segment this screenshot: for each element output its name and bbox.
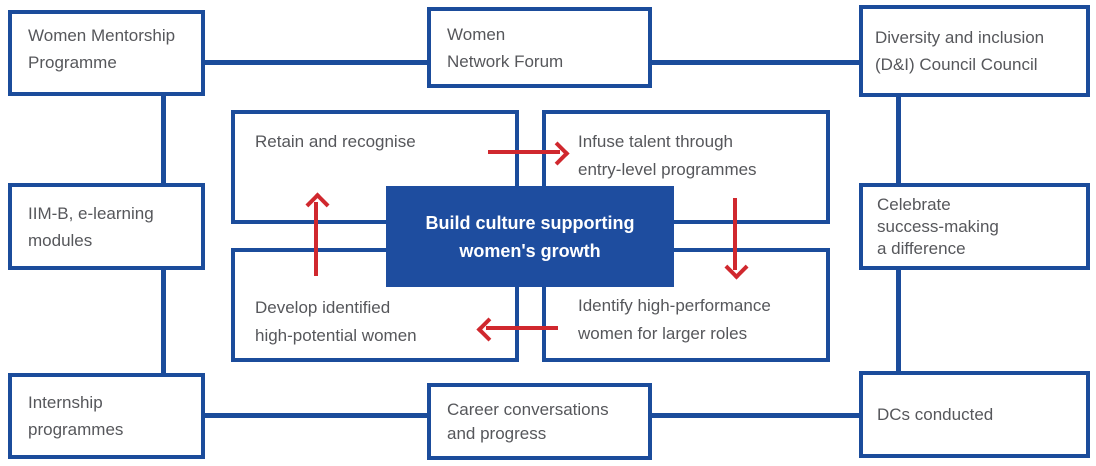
- dcs-conducted-label: DCs conducted: [877, 405, 994, 424]
- build-culture-label: Build culture supporting women's growth: [425, 212, 635, 261]
- identify-high-performance-women-label: Identify high-performance women for larg…: [578, 296, 771, 343]
- arrow-shaft: [314, 202, 318, 276]
- women-network-forum-label: Women Network Forum: [447, 25, 564, 71]
- infuse-talent-label: Infuse talent through entry-level progra…: [578, 132, 757, 179]
- internship-programmes-label: Internship programmes: [28, 393, 124, 439]
- retain-and-recognise-label: Retain and recognise: [255, 132, 416, 151]
- box-infuse-talent: Infuse talent through entry-level progra…: [542, 110, 830, 224]
- career-conversations-label: Career conversations and progress: [447, 399, 609, 443]
- arrow-shaft: [488, 150, 560, 154]
- box-internship-programmes: Internship programmes: [8, 373, 205, 459]
- box-celebrate-success: Celebrate success-making a difference: [859, 183, 1090, 270]
- women-mentorship-programme-label: Women Mentorship Programme: [28, 26, 176, 72]
- center-box-build-culture: Build culture supporting women's growth: [386, 186, 674, 287]
- box-women-mentorship-programme: Women Mentorship Programme: [8, 10, 205, 96]
- box-career-conversations: Career conversations and progress: [427, 383, 652, 460]
- box-women-network-forum: Women Network Forum: [427, 7, 652, 88]
- box-diversity-inclusion-council: Diversity and inclusion (D&I) Council Co…: [859, 5, 1090, 97]
- develop-high-potential-women-label: Develop identified high-potential women: [255, 298, 417, 345]
- arrow-identify-to-develop-icon: [476, 317, 558, 342]
- arrow-retain-to-infuse-icon: [488, 141, 570, 166]
- arrow-develop-to-retain-icon: [305, 192, 330, 276]
- arrow-infuse-to-identify-icon: [724, 198, 749, 280]
- arrow-shaft: [733, 198, 737, 270]
- arrow-shaft: [486, 326, 558, 330]
- diversity-inclusion-council-label: Diversity and inclusion (D&I) Council Co…: [875, 28, 1045, 74]
- box-iimb-elearning-modules: IIM-B, e-learning modules: [8, 183, 205, 270]
- box-dcs-conducted: DCs conducted: [859, 371, 1090, 458]
- iimb-elearning-modules-label: IIM-B, e-learning modules: [28, 203, 154, 250]
- celebrate-success-label: Celebrate success-making a difference: [877, 194, 999, 258]
